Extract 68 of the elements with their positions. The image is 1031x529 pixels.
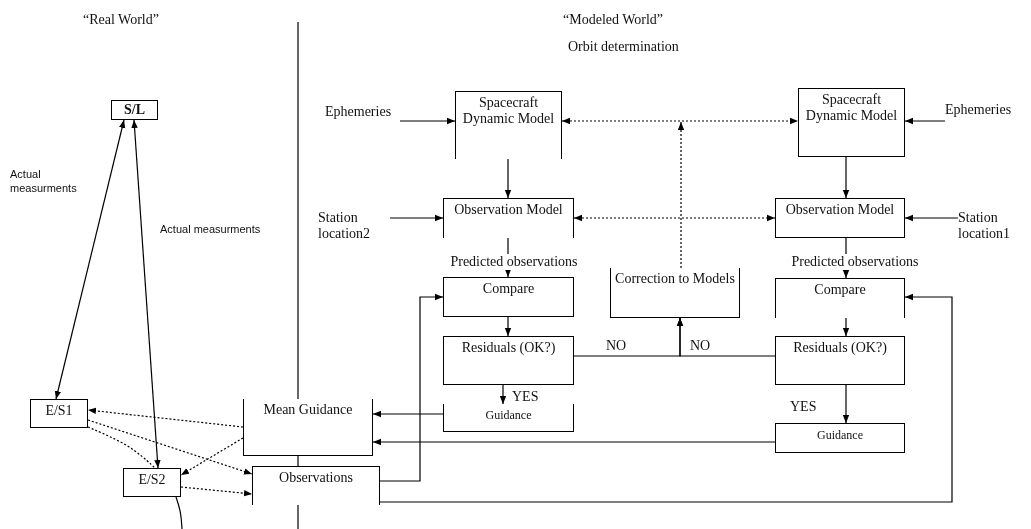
box-label: Observation Model xyxy=(454,202,563,218)
box-label: Compare xyxy=(814,282,866,298)
subheading: Orbit determination xyxy=(568,39,679,55)
process-box xyxy=(443,336,574,385)
arrow xyxy=(904,117,946,125)
process-box xyxy=(798,88,905,157)
dashed-arrow xyxy=(180,486,253,497)
arrow xyxy=(676,317,776,357)
arrow xyxy=(379,293,953,503)
arrow xyxy=(399,117,456,125)
connector-line xyxy=(175,496,183,529)
box-label: Compare xyxy=(482,281,535,297)
input-label: Ephemeries xyxy=(945,102,1025,122)
box-label: Residuals (OK?) xyxy=(461,340,556,356)
input-label: Ephemeries xyxy=(325,104,400,122)
input-label: Station location1 xyxy=(958,210,1030,244)
process-box xyxy=(243,399,373,456)
process-box xyxy=(443,404,574,432)
box-label: E/S2 xyxy=(138,472,166,488)
dashed-arrow xyxy=(677,121,685,269)
arrow xyxy=(372,410,444,418)
arrow xyxy=(842,317,850,337)
edge-label: Predicted observations xyxy=(450,254,578,270)
box-label: Observations xyxy=(279,470,353,486)
process-box xyxy=(443,277,574,317)
dashed-arrow xyxy=(180,437,244,476)
dashed-arrow xyxy=(573,214,776,222)
process-box xyxy=(775,198,905,238)
process-box xyxy=(455,91,562,159)
process-box xyxy=(775,423,905,453)
edge-label: Predicted observations xyxy=(791,254,919,270)
arrow xyxy=(504,316,512,337)
process-box xyxy=(252,466,380,505)
dashed-arrow xyxy=(87,407,244,428)
box-label: Mean Guidance xyxy=(263,402,353,418)
dashed-line xyxy=(87,426,156,469)
box-label: Residuals (OK?) xyxy=(793,340,887,356)
arrow xyxy=(499,384,507,405)
box-label: Guidance xyxy=(485,407,532,423)
arrow xyxy=(842,384,850,424)
process-box xyxy=(610,268,740,318)
process-box xyxy=(123,468,181,497)
process-box xyxy=(443,198,574,238)
arrow xyxy=(389,214,444,222)
arrow xyxy=(504,158,512,199)
box-label: S/L xyxy=(124,102,145,118)
arrow xyxy=(842,156,850,199)
arrow xyxy=(379,293,444,482)
box-label: Observation Model xyxy=(785,202,895,218)
section-heading: “Modeled World” xyxy=(563,12,664,28)
dashed-arrow xyxy=(561,117,799,125)
box-label: E/S1 xyxy=(45,403,73,419)
arrow xyxy=(54,119,126,400)
process-box xyxy=(775,336,905,385)
dashed-arrow xyxy=(87,419,253,475)
process-box xyxy=(30,399,88,428)
box-label: Guidance xyxy=(817,427,863,443)
input-label: Station location2 xyxy=(318,210,390,244)
edge-label: Actual measurments xyxy=(160,222,261,236)
box-label: Spacecraft Dynamic Model xyxy=(461,95,556,127)
process-box xyxy=(775,278,905,318)
arrow xyxy=(131,119,161,469)
arrow xyxy=(372,438,776,446)
box-label: Spacecraft Dynamic Model xyxy=(804,92,899,124)
box-label: Correction to Models xyxy=(615,271,735,287)
section-heading: “Real World” xyxy=(83,12,159,28)
process-box xyxy=(111,100,158,120)
arrow xyxy=(904,214,959,222)
